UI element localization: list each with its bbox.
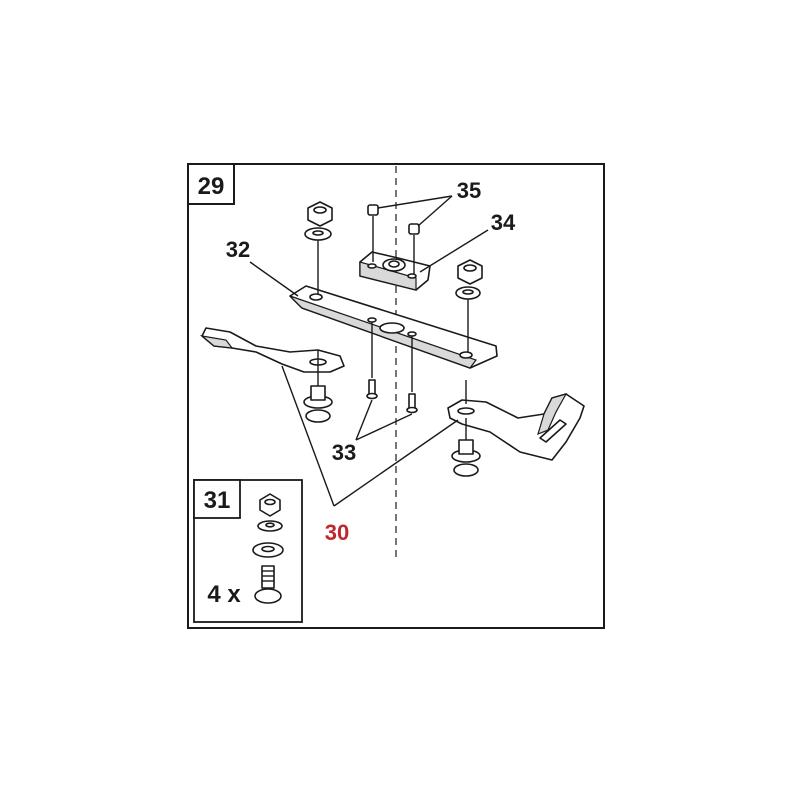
- label-blades: 30: [325, 520, 349, 545]
- nut-washer-left: [304, 201, 333, 241]
- blade-bar: [289, 285, 498, 369]
- nut-washer-right: [455, 259, 483, 300]
- screw-left: [366, 379, 378, 400]
- label-nuts: 35: [457, 178, 481, 203]
- group-number-label: 29: [198, 173, 225, 200]
- blade-bolt-right: [451, 439, 481, 477]
- blade-bolt-left: [303, 385, 333, 423]
- kit-washer-large: [252, 542, 284, 558]
- kit-number-box: [193, 479, 241, 519]
- kit-quantity-label: 4 x: [207, 581, 241, 608]
- small-nut-left: [367, 204, 379, 216]
- blade-left: [199, 327, 345, 373]
- kit-bolt: [254, 565, 282, 604]
- blade-right: [447, 393, 585, 461]
- blade-adapter: [359, 251, 431, 291]
- label-blade-bar: 32: [226, 237, 250, 262]
- small-nut-right: [408, 223, 420, 235]
- kit-number-label: 31: [204, 487, 231, 514]
- kit-nut: [259, 493, 281, 517]
- diagram-frame: [187, 163, 605, 629]
- screw-right: [406, 393, 418, 414]
- label-blade-adapter: 34: [491, 210, 516, 235]
- kit-washer-small: [257, 520, 283, 532]
- label-screws: 33: [332, 440, 356, 465]
- group-number-box: [187, 163, 235, 205]
